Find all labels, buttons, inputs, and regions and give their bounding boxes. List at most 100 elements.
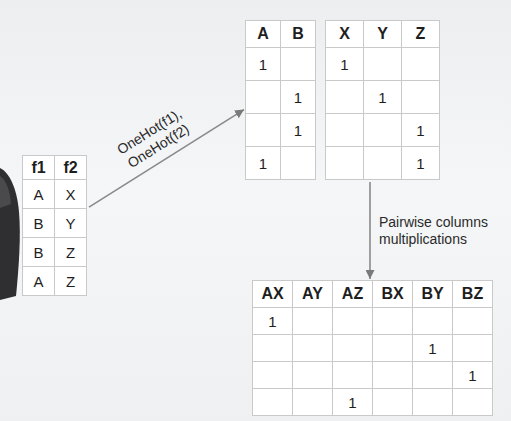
table-cell xyxy=(453,335,493,362)
table-cell xyxy=(373,308,413,335)
column-header: X xyxy=(339,25,350,43)
data-table: f1 f2A X B Y B Z A Z xyxy=(22,155,87,296)
table-value: Z xyxy=(66,244,75,261)
table-cell: B xyxy=(23,209,55,238)
presenter-silhouette xyxy=(0,168,20,300)
table-cell: 1 xyxy=(402,147,440,180)
table-cell: 1 xyxy=(281,81,316,114)
table-cell: B xyxy=(23,238,55,267)
table-cell xyxy=(453,308,493,335)
table-cell xyxy=(402,48,440,81)
table-value: 1 xyxy=(428,340,436,357)
table-cell xyxy=(413,308,453,335)
table-value: A xyxy=(33,273,43,290)
table-cell xyxy=(413,362,453,389)
header-cell: BY xyxy=(413,281,453,308)
table-value: A xyxy=(33,186,43,203)
table-value: X xyxy=(65,186,75,203)
table-value: 1 xyxy=(259,56,267,73)
table-value: 1 xyxy=(378,89,386,106)
table-value: 1 xyxy=(294,122,302,139)
column-header: BZ xyxy=(462,285,483,303)
table-value: B xyxy=(33,215,43,232)
table-cell: 1 xyxy=(246,48,281,81)
connector-arrow xyxy=(369,182,371,279)
table-cell xyxy=(253,389,293,416)
table-cell: 1 xyxy=(402,114,440,147)
table-cell: 1 xyxy=(333,389,373,416)
table-cell xyxy=(333,362,373,389)
table-cell xyxy=(246,81,281,114)
table-cell: 1 xyxy=(253,308,293,335)
table-cell xyxy=(293,335,333,362)
column-header: B xyxy=(292,25,304,43)
column-header: BX xyxy=(381,285,403,303)
table-cell xyxy=(281,48,316,81)
table-cell xyxy=(453,389,493,416)
table-value: 1 xyxy=(259,155,267,172)
header-cell: X xyxy=(326,21,364,48)
header-cell: BZ xyxy=(453,281,493,308)
table-cell xyxy=(326,147,364,180)
table-value: B xyxy=(33,244,43,261)
header-cell: AX xyxy=(253,281,293,308)
presenter-shading xyxy=(0,176,11,208)
column-header: AY xyxy=(302,285,323,303)
table-cell xyxy=(246,114,281,147)
table-cell: A xyxy=(23,267,55,296)
table-cell: 1 xyxy=(326,48,364,81)
column-header: Y xyxy=(377,25,388,43)
header-cell: BX xyxy=(373,281,413,308)
table-cell: X xyxy=(55,180,87,209)
table-cell xyxy=(326,81,364,114)
data-table: A B 1 1 1 1 xyxy=(245,20,316,180)
table-cell xyxy=(402,81,440,114)
table-cell: 1 xyxy=(364,81,402,114)
table-cell xyxy=(373,335,413,362)
header-cell: Z xyxy=(402,21,440,48)
table-value: 1 xyxy=(340,56,348,73)
table-value: 1 xyxy=(416,122,424,139)
data-table: AXAYAZBXBYBZ1111 xyxy=(252,280,493,416)
column-header: f1 xyxy=(31,159,45,177)
table-cell xyxy=(373,389,413,416)
header-cell: A xyxy=(246,21,281,48)
table-cell xyxy=(281,147,316,180)
table-cell: 1 xyxy=(453,362,493,389)
table-value: Y xyxy=(65,215,75,232)
header-cell: AZ xyxy=(333,281,373,308)
table-cell xyxy=(333,308,373,335)
data-table: X Y Z 1 1 1 1 xyxy=(325,20,440,180)
table-cell xyxy=(293,362,333,389)
header-cell: f1 xyxy=(23,156,55,180)
table-value: 1 xyxy=(416,155,424,172)
column-header: AZ xyxy=(342,285,363,303)
column-header: f2 xyxy=(63,159,77,177)
table-cell xyxy=(364,114,402,147)
table-cell: 1 xyxy=(413,335,453,362)
table-value: 1 xyxy=(348,394,356,411)
table-cell: Z xyxy=(55,238,87,267)
table-cell xyxy=(253,335,293,362)
table-cell: 1 xyxy=(281,114,316,147)
table-cell xyxy=(293,308,333,335)
table-cell: A xyxy=(23,180,55,209)
column-header: Z xyxy=(416,25,426,43)
column-header: AX xyxy=(261,285,283,303)
table-value: 1 xyxy=(294,89,302,106)
header-cell: Y xyxy=(364,21,402,48)
table-cell xyxy=(326,114,364,147)
table-cell xyxy=(413,389,453,416)
table-cell xyxy=(373,362,413,389)
table-cell xyxy=(253,362,293,389)
table-value: 1 xyxy=(268,313,276,330)
table-cell xyxy=(333,335,373,362)
edge-label: Pairwise columns multiplications xyxy=(379,214,501,248)
column-header: BY xyxy=(421,285,443,303)
table-cell: Y xyxy=(55,209,87,238)
table-value: Z xyxy=(66,273,75,290)
column-header: A xyxy=(257,25,269,43)
table-cell xyxy=(364,147,402,180)
table-cell xyxy=(364,48,402,81)
